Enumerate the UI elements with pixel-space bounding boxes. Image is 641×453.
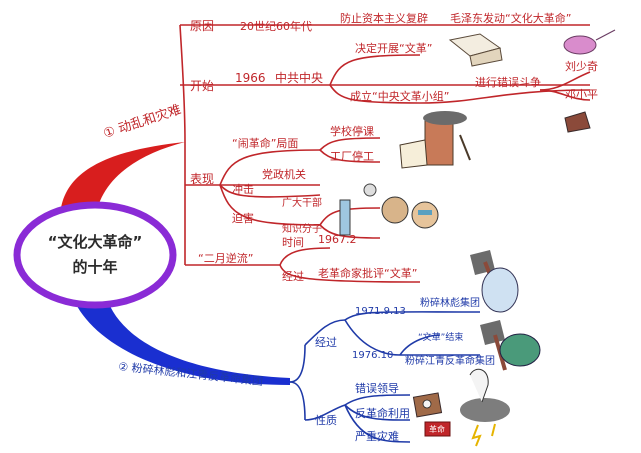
hammer-ghost-illustration-top [470, 250, 519, 313]
start-org: 中共中央 [275, 70, 323, 85]
center-title-line1: “文化大革命” [48, 233, 143, 251]
start-person1: 刘少奇 [565, 60, 598, 73]
branch1-title: ① 动乱和灾难 [101, 102, 183, 142]
start-item1: 决定开展“文革” [355, 41, 432, 55]
red-branch-lines [179, 24, 591, 283]
feb-process-label: 经过 [282, 270, 304, 283]
start-year: 1966 [235, 71, 266, 85]
nature-item1: 错误领导 [355, 381, 399, 395]
feb-time-label: 时间 [282, 236, 304, 249]
origin-item2: 毛泽东发动“文化大革命” [450, 11, 571, 25]
process-event1: 粉碎林彪集团 [420, 296, 480, 309]
feb-process: 老革命家批评“文革” [318, 266, 417, 280]
revolution-tag-label: 革命 [429, 424, 445, 434]
process-date1: 1971.9.13 [355, 306, 406, 317]
center-title-line2: 的十年 [72, 258, 117, 276]
origin-label: 原因 [190, 19, 214, 33]
hammer-monster-illustration-bottom [480, 320, 541, 371]
bird-storm-cloud-illustration [460, 368, 510, 447]
center-node-border [13, 201, 177, 309]
start-person2: 邓小平 [565, 88, 598, 101]
hand-pointing-illustration [563, 29, 616, 55]
manifest-sub3b: 知识分子 [282, 222, 322, 235]
manifest-label: 表现 [190, 172, 214, 186]
open-book-illustration [448, 33, 503, 67]
blue-branch-lines [289, 311, 481, 443]
wall-and-papers-illustration [399, 111, 471, 169]
start-item2: 成立“中央文革小组” [350, 89, 449, 103]
nature-item3: 严重灾难 [355, 429, 399, 443]
feb-time: 1967.2 [318, 233, 357, 246]
manifest-sub2a: 党政机关 [262, 167, 306, 181]
manifest-sub1b: 工厂停工 [330, 149, 374, 163]
feb-label: “二月逆流” [198, 251, 253, 265]
start-item3: 进行错误斗争 [475, 75, 541, 89]
stone-head-illustration [564, 111, 591, 133]
nature-label: 性质 [315, 413, 337, 427]
manifest-sub3: 迫害 [232, 211, 254, 225]
manifest-sub3a: 广大干部 [282, 196, 322, 209]
nature-item2: 反革命利用 [355, 406, 410, 420]
process-event2a: “文革”结束 [418, 331, 463, 343]
process-label: 经过 [315, 336, 337, 349]
skull-sign-illustration [412, 392, 443, 418]
red-main-branch [60, 142, 185, 220]
manifest-sub2: 冲击 [232, 182, 254, 196]
start-label: 开始 [190, 79, 214, 93]
manifest-sub1a: 学校停课 [330, 124, 374, 138]
process-event2b: 粉碎江青反革命集团 [405, 354, 495, 367]
manifest-sub1: “闹革命”局面 [232, 136, 298, 150]
process-date2: 1976.10 [352, 350, 393, 361]
origin-time: 20世纪60年代 [240, 19, 312, 33]
revolution-tag: 革命 [424, 421, 451, 437]
dunce-cap-and-people-illustration [339, 183, 439, 236]
origin-item1: 防止资本主义复辟 [340, 11, 428, 25]
